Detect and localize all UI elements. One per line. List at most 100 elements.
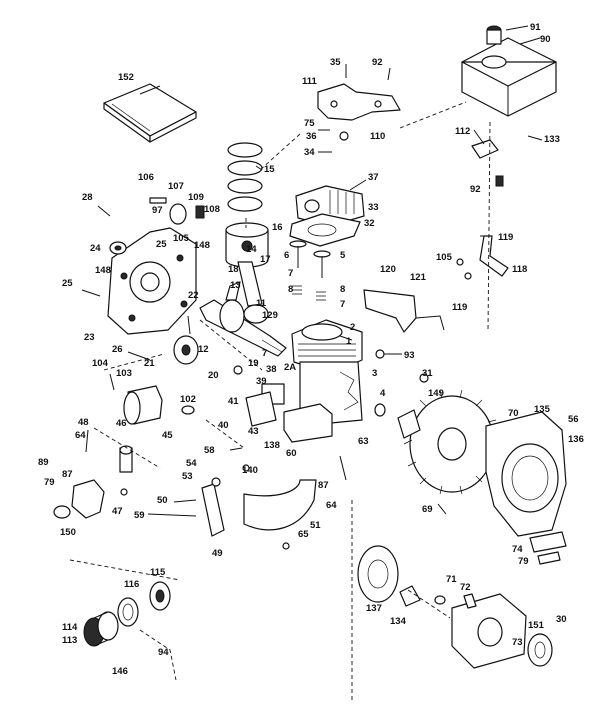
callout-149: 149 <box>428 388 444 399</box>
callout-103: 103 <box>116 368 132 379</box>
leader-lines <box>127 25 543 361</box>
callout-26: 26 <box>112 344 123 355</box>
part-137-starter-pulley <box>357 545 399 603</box>
callout-38: 38 <box>266 364 277 375</box>
callout-50: 50 <box>157 495 168 506</box>
callout-25: 25 <box>62 278 73 289</box>
callout-49: 49 <box>212 548 223 559</box>
callout-22: 22 <box>188 290 199 301</box>
callout-60: 60 <box>286 448 297 459</box>
callout-13: 13 <box>230 280 241 291</box>
callout-150: 150 <box>60 527 76 538</box>
part-113-air-cleaner <box>83 611 119 647</box>
callout-94: 94 <box>158 647 169 658</box>
callout-106: 106 <box>138 172 154 183</box>
callout-47: 47 <box>112 506 123 517</box>
part-64-shroud <box>243 479 317 550</box>
callout-46: 46 <box>116 418 127 429</box>
callout-58: 58 <box>204 445 215 456</box>
callout-105: 105 <box>173 233 190 244</box>
part-24-seal <box>109 241 127 255</box>
callout-8: 8 <box>340 284 345 295</box>
part-11-connecting-rod <box>225 261 269 324</box>
callout-79: 79 <box>44 477 55 488</box>
callout-107: 107 <box>168 181 184 192</box>
part-13-crankshaft <box>199 299 287 357</box>
callout-65: 65 <box>298 529 309 540</box>
callout-115: 115 <box>150 567 166 578</box>
callout-114: 114 <box>62 622 78 633</box>
callout-7: 7 <box>262 348 267 359</box>
callout-2: 2 <box>350 322 355 333</box>
callout-70: 70 <box>508 408 519 419</box>
callout-43: 43 <box>248 426 259 437</box>
callout-140: 140 <box>242 465 258 476</box>
part-107-governor <box>149 197 205 225</box>
callout-110: 110 <box>370 131 385 142</box>
callout-11: 11 <box>256 298 267 309</box>
callout-34: 34 <box>304 147 315 158</box>
callout-64: 64 <box>326 500 337 511</box>
callout-19: 19 <box>248 358 259 369</box>
callout-51: 51 <box>310 520 321 531</box>
part-103-muffler <box>123 385 195 425</box>
callout-108: 108 <box>204 204 220 215</box>
callout-56: 56 <box>568 414 579 425</box>
part-15-piston-rings <box>227 142 263 212</box>
callout-53: 53 <box>182 471 193 482</box>
callout-148: 148 <box>95 265 111 276</box>
callout-16: 16 <box>272 222 283 233</box>
part-71-72-small-parts <box>399 585 477 609</box>
callout-39: 39 <box>256 376 267 387</box>
callout-137: 137 <box>366 603 382 614</box>
callout-105: 105 <box>436 252 453 263</box>
callout-152: 152 <box>118 72 134 83</box>
part-5-6-valves <box>289 240 331 301</box>
callout-7: 7 <box>340 299 345 310</box>
callout-33: 33 <box>368 202 379 213</box>
callout-134: 134 <box>390 616 407 627</box>
callout-28: 28 <box>82 192 93 203</box>
callout-104: 104 <box>92 358 109 369</box>
part-149-flywheel <box>397 389 501 495</box>
callout-14: 14 <box>246 244 257 255</box>
callout-25: 25 <box>156 239 167 250</box>
callout-8: 8 <box>288 284 293 295</box>
callout-109: 109 <box>188 192 204 203</box>
callout-113: 113 <box>62 635 77 646</box>
part-32-head-gasket <box>289 213 361 247</box>
callout-40: 40 <box>218 420 229 431</box>
callout-63: 63 <box>358 436 369 447</box>
part-152-manual <box>103 83 197 143</box>
part-115-air-cleaner-gasket <box>149 581 171 611</box>
callout-87: 87 <box>62 469 73 480</box>
part-70-blower-housing <box>485 411 567 565</box>
callout-148: 148 <box>194 240 210 251</box>
part-90-fuel-tank <box>461 25 557 117</box>
callout-129: 129 <box>262 310 278 321</box>
part-30-starter-handle <box>527 633 553 667</box>
callout-93: 93 <box>404 350 415 361</box>
part-38-39-breather <box>245 383 285 427</box>
callout-1: 1 <box>346 336 352 347</box>
callout-37: 37 <box>368 172 379 183</box>
callout-35: 35 <box>330 57 341 68</box>
callout-119: 119 <box>452 302 467 313</box>
callout-32: 32 <box>364 218 375 229</box>
callout-121: 121 <box>410 272 427 283</box>
callout-138: 138 <box>264 440 280 451</box>
callout-135: 135 <box>534 404 551 415</box>
callout-18: 18 <box>228 264 239 275</box>
part-21-starter-cup <box>173 335 199 365</box>
callout-120: 120 <box>380 264 396 275</box>
callout-45: 45 <box>162 430 173 441</box>
callout-118: 118 <box>512 264 527 275</box>
callout-97: 97 <box>152 205 163 216</box>
callout-112: 112 <box>455 126 470 137</box>
callout-15: 15 <box>264 164 275 175</box>
callout-75: 75 <box>304 118 315 129</box>
callout-116: 116 <box>124 579 139 590</box>
callout-36: 36 <box>306 131 317 142</box>
